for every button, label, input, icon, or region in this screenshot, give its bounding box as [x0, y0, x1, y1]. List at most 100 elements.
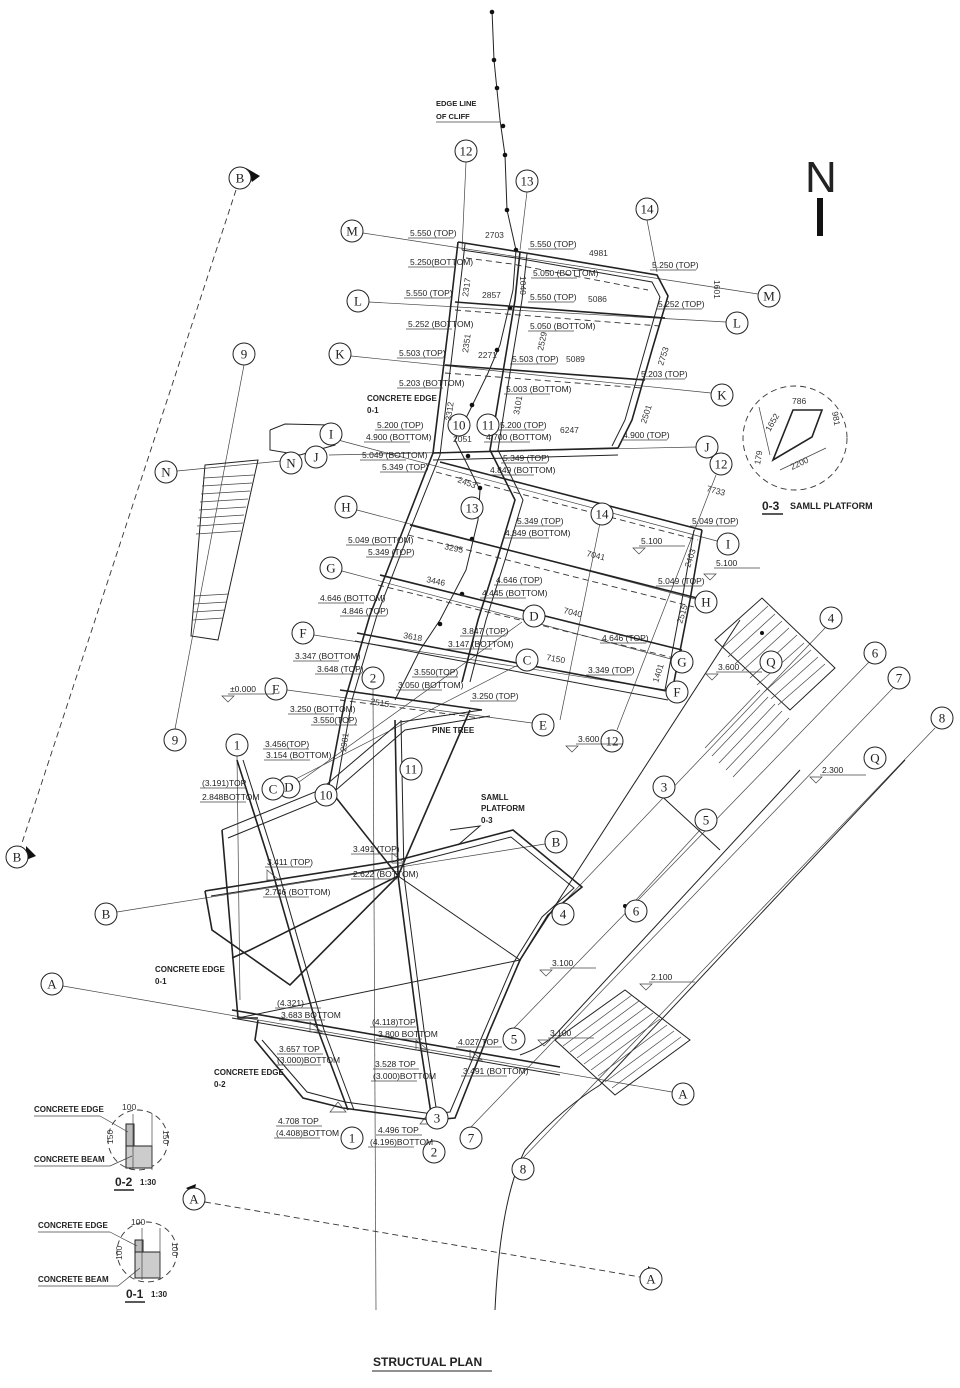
elevation-label: 5.003 (BOTTOM): [506, 384, 572, 394]
grid-bubble-circle: [819, 606, 843, 630]
grid-bubble-circle: [551, 902, 575, 926]
grid-bubble: A: [182, 1187, 206, 1211]
grid-bubble-circle: [340, 219, 364, 243]
detail-02-beam-label: CONCRETE BEAM: [34, 1155, 105, 1164]
dimension-label: 2453: [456, 474, 477, 490]
grid-bubble-circle: [709, 452, 733, 476]
detail-02-edge-label: CONCRETE EDGE: [34, 1105, 104, 1114]
elevation-label: (4.321): [277, 998, 304, 1008]
grid-bubble-label: A: [646, 1272, 656, 1287]
elevation-label: 3.347 (BOTTOM): [295, 651, 361, 661]
grid-bubble-label: 13: [521, 174, 534, 189]
grid-bubble: N: [154, 460, 178, 484]
grid-bubble: 5: [502, 1027, 526, 1051]
grid-bubble-circle: [544, 830, 568, 854]
dimension-label: 2981: [338, 732, 351, 752]
elevation-label: 3.600: [578, 734, 600, 744]
grid-bubble: E: [531, 713, 555, 737]
elevation-label: 2.300: [822, 765, 844, 775]
elevation-label: 5.200 (TOP): [377, 420, 424, 430]
grid-bubble-circle: [334, 495, 358, 519]
grid-bubble-circle: [459, 1126, 483, 1150]
elevation-label: 4.900 (TOP): [623, 430, 670, 440]
grid-bubble-label: J: [313, 450, 318, 465]
grid-bubble: L: [725, 311, 749, 335]
grid-bubble: L: [346, 289, 370, 313]
grid-bubble-circle: [639, 1267, 663, 1291]
detail-02-scale: 1:30: [140, 1178, 157, 1187]
detail-01-id: 0-1: [126, 1287, 144, 1301]
elevation-label: 3.250 (TOP): [472, 691, 519, 701]
grid-bubble-circle: [863, 746, 887, 770]
lower-deck-frame: [204, 709, 584, 1125]
grid-bubble-label: 6: [633, 904, 640, 919]
grid-bubble-label: 6: [872, 646, 879, 661]
elevation-label: 2.100: [651, 972, 673, 982]
platform-dim-right: 981: [830, 411, 842, 427]
dimension-label: 1401: [650, 662, 665, 683]
detail-01-height-left: 100: [114, 1246, 124, 1260]
grid-bubble: 12: [709, 452, 733, 476]
grid-bubble-label: 7: [468, 1131, 475, 1146]
elevation-label: 3.648 (TOP): [317, 664, 364, 674]
elevation-label: 5.100: [716, 558, 738, 568]
grid-bubble-label: N: [286, 456, 296, 471]
grid-bubble-label: 10: [453, 418, 466, 433]
grid-bubble-circle: [291, 621, 315, 645]
grid-bubble: 2: [422, 1140, 446, 1164]
dimension-label: 3618: [403, 630, 424, 643]
grid-bubble: 14: [590, 502, 614, 526]
grid-bubble: 7: [887, 666, 911, 690]
grid-bubble-label: H: [341, 500, 350, 515]
dimension-label: 6247: [560, 425, 579, 435]
grid-bubble-label: D: [529, 609, 538, 624]
grid-bubble-label: 5: [511, 1032, 518, 1047]
elevation-label: 5.203 (TOP): [641, 369, 688, 379]
grid-bubble-circle: [695, 435, 719, 459]
grid-bubble: 8: [511, 1157, 535, 1181]
elevation-label: 3.100: [550, 1028, 572, 1038]
grid-bubble-label: A: [189, 1192, 199, 1207]
grid-bubble-circle: [694, 590, 718, 614]
elevation-label: 5.050 (BOTTOM): [530, 321, 596, 331]
note-label: SAMLL: [481, 793, 509, 802]
grid-bubble: 3: [425, 1106, 449, 1130]
note-label: PLATFORM: [481, 804, 525, 813]
grid-bubble-label: F: [673, 685, 680, 700]
note-label: CONCRETE EDGE: [214, 1068, 284, 1077]
grid-bubble-label: 8: [939, 711, 946, 726]
elevation-label: (4.408)BOTTOM: [276, 1128, 339, 1138]
elevation-label: 5.049 (BOTTOM): [362, 450, 428, 460]
grid-bubble-label: 11: [482, 418, 495, 433]
grid-bubble-circle: [716, 532, 740, 556]
grid-bubble-circle: [624, 899, 648, 923]
grid-bubble: D: [522, 604, 546, 628]
walkways-and-stairs: [190, 459, 906, 1311]
grid-bubble-label: 9: [241, 347, 248, 362]
elevation-label: 5.550 (TOP): [410, 228, 457, 238]
grid-bubble: 12: [600, 729, 624, 753]
lower-stair-treads: [562, 994, 682, 1089]
elevation-label: 3.600: [718, 662, 740, 672]
grid-bubble-circle: [319, 556, 343, 580]
grid-bubble: B: [544, 830, 568, 854]
small-platform-detail: 786 1652 981 179 2200 0-3 SAMLL PLATFORM: [742, 385, 873, 515]
elevation-label: (4.196)BOTTOM: [370, 1137, 433, 1147]
elevation-label: 5.550 (TOP): [530, 239, 577, 249]
north-label: N: [805, 153, 837, 202]
elevation-label: 4.646 (TOP): [496, 575, 543, 585]
grid-bubble-circle: [671, 1082, 695, 1106]
elevation-label: 2.746 (BOTTOM): [265, 887, 331, 897]
elevation-label: 4.646 (TOP): [602, 633, 649, 643]
grid-bubble-circle: [94, 902, 118, 926]
elevation-label: 5.250 (TOP): [652, 260, 699, 270]
elevation-label: 4.496 TOP: [378, 1125, 419, 1135]
grid-bubble-label: 12: [460, 144, 473, 159]
edge-line-note: EDGE LINE: [436, 99, 476, 108]
elevation-label: 4.646 (BOTTOM): [320, 593, 386, 603]
dimension-label: 1601: [712, 280, 722, 299]
grid-bubble: 14: [635, 197, 659, 221]
grid-bubble-circle: [670, 650, 694, 674]
section-cut-lines: [20, 189, 641, 1278]
grid-bubble: I: [716, 532, 740, 556]
